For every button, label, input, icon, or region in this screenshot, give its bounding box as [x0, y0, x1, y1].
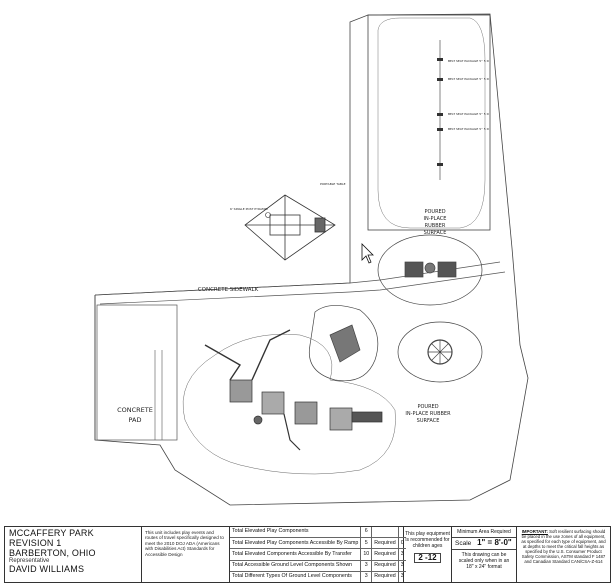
project-info: MCCAFFERY PARK REVISION 1 BARBERTON, OHI…	[5, 527, 142, 582]
concrete-pad-label-1: CONCRETE	[117, 406, 153, 414]
component-row: Total Elevated Play Components Accessibl…	[230, 537, 406, 550]
component-required-label: Required	[371, 560, 399, 572]
area-header: Minimum Area Required	[452, 527, 516, 538]
title-block: MCCAFFERY PARK REVISION 1 BARBERTON, OHI…	[4, 526, 611, 583]
rep-label: Representative	[9, 558, 50, 565]
component-count: 5	[360, 537, 372, 550]
shade-pyramid	[244, 194, 336, 261]
component-required-label	[371, 527, 399, 539]
project-location: BARBERTON, OHIO	[9, 547, 96, 558]
component-label: Total Different Types Of Ground Level Co…	[232, 573, 352, 580]
component-row: Total Accessible Ground Level Components…	[230, 560, 406, 572]
safety-warning: IMPORTANT: Soft resilient surfacing shou…	[517, 527, 610, 582]
rubber-surface-top-4: SURFACE	[424, 230, 447, 236]
ages-range: 2 -12	[414, 553, 441, 563]
site-plan-drawing: CONCRETE SIDEWALK CONCRETE PAD BELT SEAT…	[94, 13, 529, 506]
ada-note: This unit includes play events and route…	[142, 527, 230, 582]
component-label: Total Elevated Play Components	[230, 527, 361, 539]
rubber-surface-top-2: IN-PLACE	[424, 216, 447, 222]
concrete-pad	[96, 304, 178, 441]
site-boundary	[94, 13, 529, 506]
rubber-surface-top-3: RUBBER	[425, 223, 446, 229]
scale-row: Scale 1" = 8'-0"	[452, 538, 516, 550]
shade-label: 6' SINGLE POST PYRAMID	[230, 207, 268, 211]
north-arrow-icon	[265, 212, 271, 218]
component-required-count: 3	[397, 571, 406, 582]
component-required-label: Required	[371, 548, 399, 561]
main-play-structure	[182, 329, 396, 475]
swing-area	[367, 14, 491, 231]
rubber-surface-bottom-1: POURED	[417, 404, 438, 410]
component-required-label: Required	[371, 537, 399, 550]
component-label: Total Elevated Components Accessible By …	[230, 548, 361, 561]
important-label: IMPORTANT:	[521, 529, 548, 534]
component-row: Total Different Types Of Ground Level Co…	[230, 571, 406, 582]
component-required-count: 3	[397, 548, 406, 561]
component-required-count: 0	[397, 537, 406, 550]
rubber-surface-top-1: POURED	[424, 209, 445, 215]
rubber-surface-bottom-3: SURFACE	[417, 418, 440, 424]
component-required-count	[397, 527, 406, 539]
swing-label-4: BELT SEAT PACKAGE 5'' 5 D	[448, 127, 490, 131]
component-count: 6	[360, 527, 372, 539]
swing-label-2: BELT SEAT PACKAGE 5'' 5 D	[448, 77, 490, 81]
component-count: 3	[360, 571, 372, 582]
mouse-cursor-icon	[361, 243, 374, 264]
warning-text: Soft resilient surfacing should be place…	[521, 529, 606, 564]
rep-name: DAVID WILLIAMS	[9, 564, 85, 575]
component-label: Total Accessible Ground Level Components…	[230, 560, 361, 572]
area-scale: Minimum Area Required Scale 1" = 8'-0" T…	[452, 527, 517, 582]
age-recommendation: This play equipment is recommended for c…	[404, 527, 452, 582]
ages-text: This play equipment is recommended for c…	[405, 531, 450, 549]
swing-label-3: BELT SEAT PACKAGE 5'' 5 D	[448, 112, 490, 116]
concrete-pad-label-2: PAD	[129, 416, 142, 424]
component-label: Total Elevated Play Components Accessibl…	[230, 537, 361, 550]
sidewalk-label: CONCRETE SIDEWALK	[198, 287, 259, 293]
component-required-count: 3	[397, 560, 406, 572]
project-name: MCCAFFERY PARK	[9, 528, 94, 538]
component-row: Total Elevated Components Accessible By …	[230, 548, 406, 561]
rocker-area	[377, 234, 483, 306]
component-count: 10	[360, 548, 372, 561]
project-revision: REVISION 1	[9, 537, 62, 548]
climber-area	[308, 305, 379, 382]
table-label: PORTABLE TABLE	[320, 182, 346, 186]
swing-label-1: BELT SEAT PACKAGE 5'' 5 D	[448, 59, 490, 63]
scale-label: Scale	[455, 540, 472, 547]
rubber-surface-bottom-2: IN-PLACE RUBBER	[405, 411, 451, 417]
component-required-label: Required	[371, 571, 399, 582]
spinner-area	[397, 321, 483, 383]
component-count: 3	[360, 560, 372, 572]
scale-value: 1" = 8'-0"	[477, 538, 512, 547]
scale-note: This drawing can be scaled only when in …	[458, 552, 510, 570]
